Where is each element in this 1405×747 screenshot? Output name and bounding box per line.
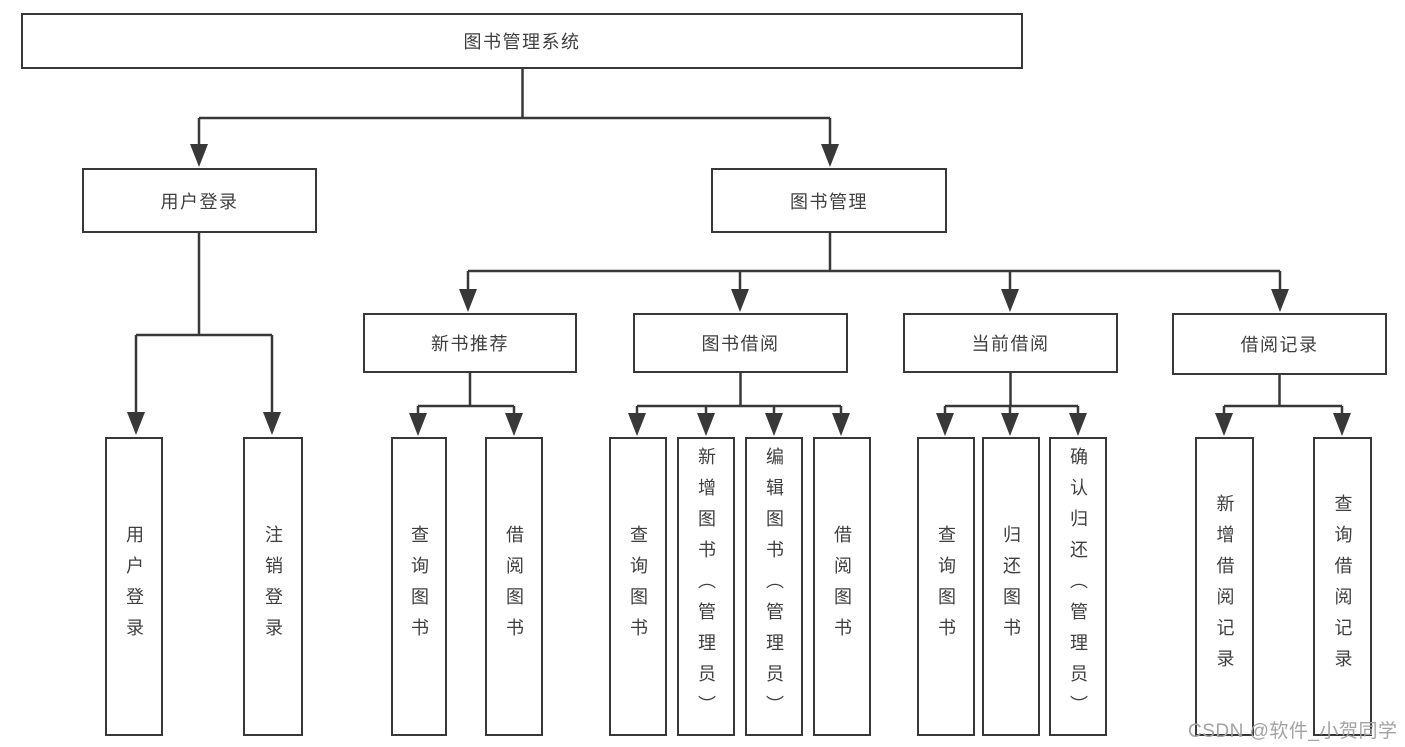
connector-lines — [134, 69, 1344, 430]
node-label: 查询图书 — [936, 524, 956, 649]
node-label: 借阅记录 — [1240, 335, 1319, 355]
leaf-query-books-recommend: 查询图书 — [391, 437, 447, 736]
arrowhead — [628, 413, 646, 436]
arrowhead — [459, 289, 477, 312]
leaf-logout: 注销登录 — [243, 437, 303, 736]
node-user-login: 用户登录 — [82, 168, 317, 233]
leaf-add-books-admin: 新增图书（管理员） — [677, 437, 735, 736]
node-label: 当前借阅 — [971, 334, 1050, 354]
leaf-borrow-books-recommend: 借阅图书 — [485, 437, 543, 736]
leaf-confirm-return-admin: 确认归还（管理员） — [1049, 437, 1107, 736]
node-label: 归还图书 — [1001, 524, 1021, 649]
node-borrowing-records: 借阅记录 — [1172, 313, 1387, 375]
arrowhead — [127, 412, 145, 435]
connector-userlogin-split — [134, 233, 274, 429]
arrowhead — [1333, 413, 1351, 436]
arrowhead — [697, 413, 715, 436]
node-label: 图书管理 — [790, 191, 868, 212]
arrowhead — [832, 413, 850, 436]
arrowhead — [409, 413, 427, 436]
node-label: 查询图书 — [409, 524, 429, 649]
node-label: 确认归还（管理员） — [1068, 447, 1088, 726]
node-label: 借阅图书 — [504, 524, 524, 649]
arrowhead — [1271, 289, 1289, 312]
node-book-management: 图书管理 — [711, 168, 947, 233]
leaf-query-borrow-record: 查询借阅记录 — [1313, 437, 1372, 736]
arrowhead — [1001, 289, 1019, 312]
node-label: 编辑图书（管理员） — [764, 447, 784, 726]
arrowhead — [1215, 413, 1233, 436]
node-label: 用户登录 — [124, 524, 144, 649]
leaf-query-books-current: 查询图书 — [917, 437, 975, 736]
connector-root-split — [197, 69, 832, 160]
arrowhead — [1001, 413, 1019, 436]
leaf-edit-books-admin: 编辑图书（管理员） — [745, 437, 803, 736]
node-label: 注销登录 — [263, 524, 283, 649]
arrowhead — [505, 413, 523, 436]
node-library-management-system: 图书管理系统 — [21, 13, 1023, 69]
arrowheads — [127, 144, 1351, 436]
arrowhead — [936, 413, 954, 436]
node-label: 图书管理系统 — [463, 32, 581, 52]
arrowhead — [821, 144, 839, 167]
arrowhead — [190, 144, 208, 167]
node-label: 图书借阅 — [701, 334, 780, 354]
connector-bookmgmt-split — [466, 233, 1282, 305]
leaf-add-borrow-record: 新增借阅记录 — [1195, 437, 1254, 736]
node-new-book-recommendation: 新书推荐 — [363, 313, 577, 373]
leaf-return-books: 归还图书 — [982, 437, 1040, 736]
arrowhead — [1069, 413, 1087, 436]
node-label: 新增借阅记录 — [1214, 493, 1235, 680]
leaf-query-books-borrowing: 查询图书 — [609, 437, 667, 736]
node-book-borrowing: 图书借阅 — [633, 313, 848, 373]
node-label: 新增图书（管理员） — [696, 447, 716, 726]
node-label: 用户登录 — [160, 191, 239, 212]
csdn-watermark: CSDN @软件_小贺同学 — [1188, 721, 1398, 742]
node-label: 查询借阅记录 — [1332, 493, 1353, 680]
arrowhead — [263, 412, 281, 435]
leaf-borrow-books: 借阅图书 — [813, 437, 871, 736]
connector-bookborrow-split — [635, 373, 843, 430]
connector-borrowrec-split — [1222, 375, 1344, 430]
node-current-borrowing: 当前借阅 — [903, 313, 1118, 373]
connector-newbook-split — [416, 373, 516, 430]
node-label: 借阅图书 — [832, 524, 852, 649]
node-label: 查询图书 — [628, 524, 648, 649]
leaf-user-login: 用户登录 — [105, 437, 163, 736]
arrowhead — [731, 289, 749, 312]
arrowhead — [765, 413, 783, 436]
node-label: 新书推荐 — [431, 334, 509, 354]
